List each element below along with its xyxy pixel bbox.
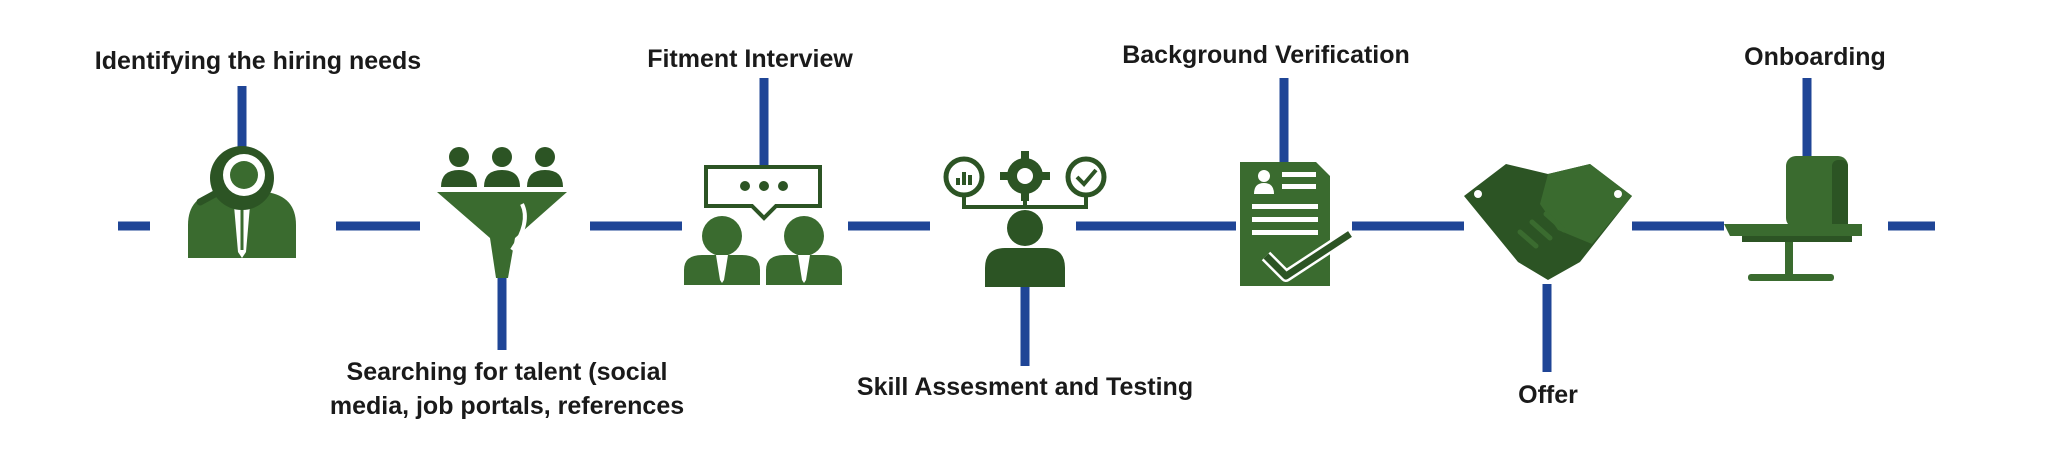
magnifier-person-icon: [150, 146, 336, 264]
handshake-icon: [1464, 164, 1632, 284]
verification-document-icon: [1236, 162, 1354, 286]
interview-icon: [682, 165, 848, 286]
skill-assessment-icon: [930, 151, 1107, 287]
step-label-fitment-interview: Fitment Interview: [647, 45, 853, 73]
step-label-background-verification: Background Verification: [1122, 41, 1410, 69]
office-chair-icon: [1724, 156, 1888, 284]
step-label-onboarding: Onboarding: [1744, 43, 1886, 71]
step-label-identifying-needs: Identifying the hiring needs: [94, 47, 422, 75]
step-label-searching-talent: Searching for talent (social media, job …: [329, 358, 685, 420]
step-label-offer: Offer: [1518, 381, 1578, 409]
step-label-skill-assessment: Skill Assesment and Testing: [856, 373, 1194, 401]
talent-funnel-icon: [420, 147, 590, 278]
